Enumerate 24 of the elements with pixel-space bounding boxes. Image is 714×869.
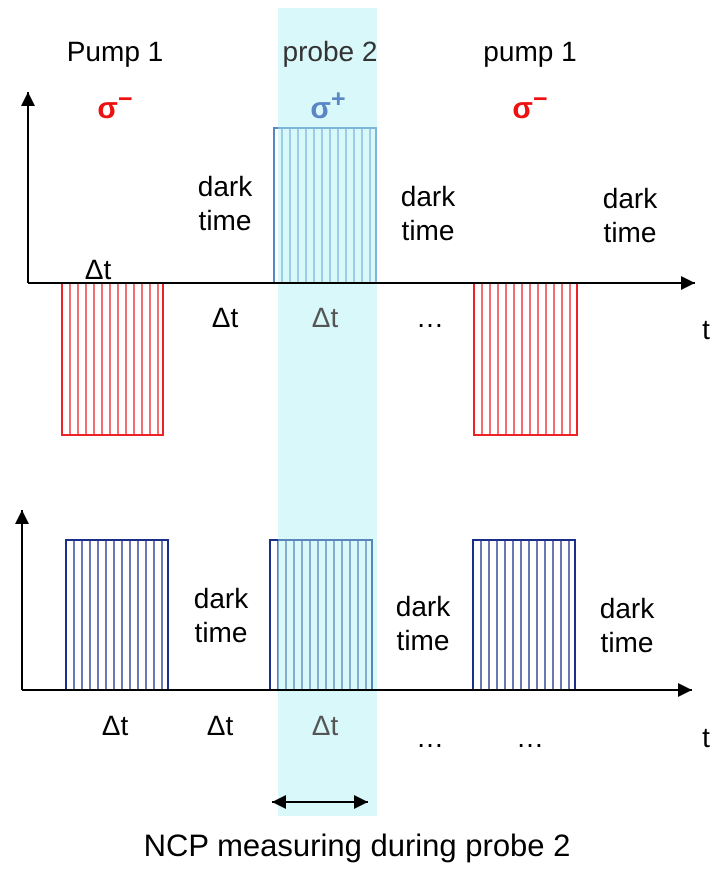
time-interval-label: Δt <box>102 709 128 743</box>
pulse-label: pump 1 <box>483 35 577 69</box>
caption: NCP measuring during probe 2 <box>142 828 572 864</box>
time-interval-label: Δt <box>84 253 112 287</box>
ellipsis-text: … <box>416 301 444 335</box>
ellipsis-text: … <box>416 721 444 755</box>
time-axis-label: t <box>702 313 710 347</box>
dark-time-label: dark time <box>192 582 250 650</box>
polarization-label: σ$^{+}$ <box>310 84 346 126</box>
time-axis-label: t <box>702 721 710 755</box>
polarization-label: σ$^{−}$ <box>512 84 548 126</box>
pulse-label: Pump 1 <box>66 35 164 69</box>
time-interval-label: Δt <box>312 301 338 335</box>
polarization-label: σ$^{−}$ <box>97 84 133 126</box>
dark-time-label: dark time <box>196 170 254 238</box>
pulse-label: probe 2 <box>282 35 378 69</box>
dark-time-label: dark time <box>394 590 452 658</box>
time-interval-label: Δt <box>212 301 238 335</box>
dark-time-label: dark time <box>400 180 456 248</box>
dark-time-label: dark time <box>598 592 656 660</box>
dark-time-label: dark time <box>602 182 658 250</box>
time-interval-label: Δt <box>206 709 234 743</box>
ellipsis-text: … <box>516 721 544 755</box>
time-interval-label: Δt <box>312 709 338 743</box>
